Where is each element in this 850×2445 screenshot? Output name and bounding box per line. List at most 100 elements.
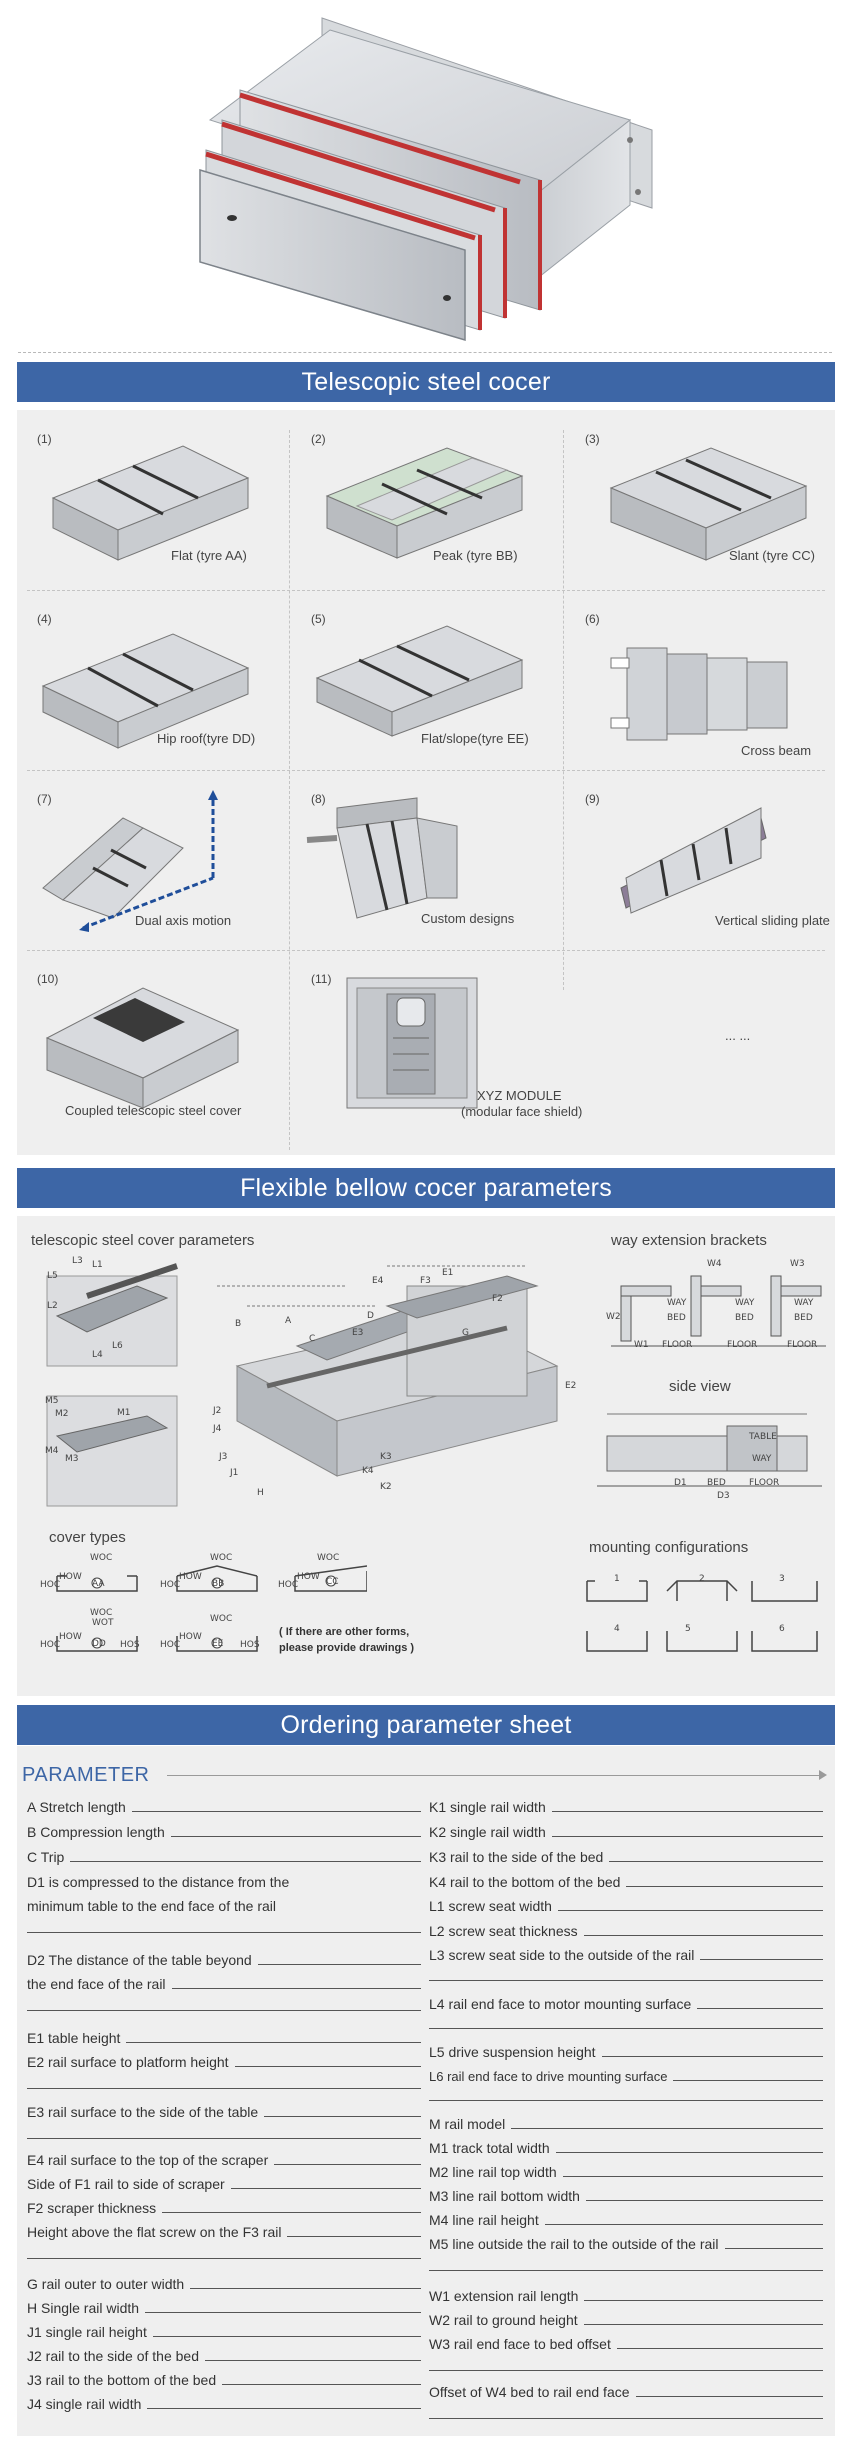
field-e3[interactable]: E3 rail surface to the side of the table bbox=[27, 2102, 421, 2120]
field-h[interactable]: H Single rail width bbox=[27, 2298, 421, 2316]
field-blank[interactable] bbox=[147, 2408, 421, 2409]
field-blank[interactable] bbox=[562, 2176, 823, 2177]
field-blank[interactable] bbox=[27, 2138, 421, 2139]
field-j4[interactable]: J4 single rail width bbox=[27, 2394, 421, 2412]
field-l1[interactable]: L1 screw seat width bbox=[429, 1896, 823, 1914]
field-blank[interactable] bbox=[551, 1836, 823, 1837]
field-m1[interactable]: M1 track total width bbox=[429, 2138, 823, 2156]
field-e2[interactable]: E2 rail surface to platform height bbox=[27, 2052, 421, 2070]
field-blank[interactable] bbox=[673, 2080, 823, 2081]
field-c[interactable]: C Trip bbox=[27, 1847, 421, 1865]
field-l4[interactable]: L4 rail end face to motor mounting surfa… bbox=[429, 1994, 823, 2012]
field-blank[interactable] bbox=[70, 1861, 421, 1862]
field-blank[interactable] bbox=[551, 1811, 823, 1812]
field-l5[interactable]: L5 drive suspension height bbox=[429, 2042, 823, 2060]
field-j1[interactable]: J1 single rail height bbox=[27, 2322, 421, 2340]
field-w1[interactable]: W1 extension rail length bbox=[429, 2286, 823, 2304]
grid-divider bbox=[27, 770, 825, 771]
field-f3[interactable]: Height above the flat screw on the F3 ra… bbox=[27, 2222, 421, 2240]
field-w3[interactable]: W3 rail end face to bed offset bbox=[429, 2334, 823, 2352]
field-blank[interactable] bbox=[126, 2042, 421, 2043]
side-label: BED bbox=[707, 1478, 726, 1488]
field-blank[interactable] bbox=[697, 2008, 823, 2009]
field-blank[interactable] bbox=[583, 2324, 823, 2325]
field-w2[interactable]: W2 rail to ground height bbox=[429, 2310, 823, 2328]
field-k1[interactable]: K1 single rail width bbox=[429, 1797, 823, 1815]
field-e1[interactable]: E1 table height bbox=[27, 2028, 421, 2046]
field-blank[interactable] bbox=[635, 2396, 823, 2397]
field-label: M4 line rail height bbox=[429, 2212, 539, 2228]
field-d2[interactable]: D2 The distance of the table beyond bbox=[27, 1950, 421, 1968]
field-blank[interactable] bbox=[230, 2188, 421, 2189]
field-blank[interactable] bbox=[27, 1932, 421, 1933]
field-blank[interactable] bbox=[27, 2258, 421, 2259]
mount-config-title: mounting configurations bbox=[589, 1539, 749, 1556]
field-d2-cont[interactable]: the end face of the rail bbox=[27, 1974, 421, 1992]
field-blank[interactable] bbox=[145, 2312, 421, 2313]
field-blank[interactable] bbox=[429, 2270, 823, 2271]
field-blank[interactable] bbox=[152, 2336, 421, 2337]
field-blank[interactable] bbox=[584, 2300, 823, 2301]
field-k3[interactable]: K3 rail to the side of the bed bbox=[429, 1847, 823, 1865]
field-j2[interactable]: J2 rail to the side of the bed bbox=[27, 2346, 421, 2364]
field-blank[interactable] bbox=[171, 1988, 421, 1989]
field-blank[interactable] bbox=[511, 2128, 823, 2129]
field-blank[interactable] bbox=[544, 2224, 823, 2225]
field-f2[interactable]: F2 scraper thickness bbox=[27, 2198, 421, 2216]
field-blank[interactable] bbox=[287, 2236, 421, 2237]
field-k2[interactable]: K2 single rail width bbox=[429, 1822, 823, 1840]
field-blank[interactable] bbox=[557, 1910, 823, 1911]
mounting-configs-drawing bbox=[586, 1580, 818, 1652]
field-l6[interactable]: L6 rail end face to drive mounting surfa… bbox=[429, 2066, 823, 2084]
type-caption: Custom designs bbox=[421, 911, 515, 926]
field-blank[interactable] bbox=[274, 2164, 421, 2165]
field-blank[interactable] bbox=[27, 2010, 421, 2011]
field-blank[interactable] bbox=[616, 2348, 823, 2349]
field-blank[interactable] bbox=[222, 2384, 421, 2385]
dim-label: H bbox=[257, 1488, 264, 1498]
field-blank[interactable] bbox=[429, 2418, 823, 2419]
field-blank[interactable] bbox=[601, 2056, 823, 2057]
mount-number: 3 bbox=[779, 1574, 785, 1584]
field-blank[interactable] bbox=[626, 1886, 823, 1887]
field-blank[interactable] bbox=[724, 2248, 823, 2249]
field-blank[interactable] bbox=[264, 2116, 421, 2117]
field-m5[interactable]: M5 line outside the rail to the outside … bbox=[429, 2234, 823, 2252]
field-b[interactable]: B Compression length bbox=[27, 1822, 421, 1840]
field-blank[interactable] bbox=[429, 2370, 823, 2371]
field-w4[interactable]: Offset of W4 bed to rail end face bbox=[429, 2382, 823, 2400]
field-g[interactable]: G rail outer to outer width bbox=[27, 2274, 421, 2292]
field-blank[interactable] bbox=[131, 1811, 421, 1812]
field-l3[interactable]: L3 screw seat side to the outside of the… bbox=[429, 1945, 823, 1963]
dim-label: L3 bbox=[72, 1256, 83, 1266]
field-blank[interactable] bbox=[609, 1861, 823, 1862]
field-blank[interactable] bbox=[429, 1980, 823, 1981]
field-blank[interactable] bbox=[205, 2360, 421, 2361]
field-m4[interactable]: M4 line rail height bbox=[429, 2210, 823, 2228]
field-blank[interactable] bbox=[162, 2212, 421, 2213]
field-blank[interactable] bbox=[429, 2028, 823, 2029]
field-m2[interactable]: M2 line rail top width bbox=[429, 2162, 823, 2180]
field-m3[interactable]: M3 line rail bottom width bbox=[429, 2186, 823, 2204]
field-l2[interactable]: L2 screw seat thickness bbox=[429, 1921, 823, 1939]
field-blank[interactable] bbox=[257, 1964, 421, 1965]
field-blank[interactable] bbox=[170, 1836, 421, 1837]
field-blank[interactable] bbox=[234, 2066, 421, 2067]
field-blank[interactable] bbox=[429, 2100, 823, 2101]
field-k4[interactable]: K4 rail to the bottom of the bed bbox=[429, 1872, 823, 1890]
field-blank[interactable] bbox=[583, 1935, 823, 1936]
field-j3[interactable]: J3 rail to the bottom of the bed bbox=[27, 2370, 421, 2388]
field-m[interactable]: M rail model bbox=[429, 2114, 823, 2132]
field-blank[interactable] bbox=[585, 2200, 823, 2201]
type-peak: (2) Peak (tyre BB) bbox=[297, 418, 555, 588]
field-f1[interactable]: Side of F1 rail to side of scraper bbox=[27, 2174, 421, 2192]
field-blank[interactable] bbox=[700, 1959, 823, 1960]
more-ellipsis: ... ... bbox=[725, 1028, 751, 1043]
grid-divider bbox=[27, 950, 825, 951]
field-e4[interactable]: E4 rail surface to the top of the scrape… bbox=[27, 2150, 421, 2168]
field-blank[interactable] bbox=[555, 2152, 823, 2153]
field-blank[interactable] bbox=[190, 2288, 421, 2289]
types-panel: (1) Flat (tyre AA) (2) Peak (tyre BB) bbox=[17, 410, 835, 1155]
field-blank[interactable] bbox=[27, 2088, 421, 2089]
field-a[interactable]: A Stretch length bbox=[27, 1797, 421, 1815]
